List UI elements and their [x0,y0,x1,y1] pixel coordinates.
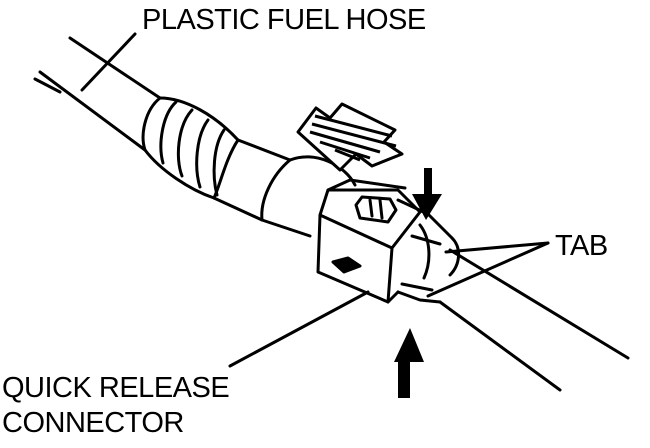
squeeze-arrow-top-icon [412,168,442,220]
hose-label: PLASTIC FUEL HOSE [142,4,426,36]
quick-release-connector [316,178,460,304]
steel-fuel-tube [33,77,630,392]
squeeze-arrow-bottom-icon [394,328,424,398]
connector-label-line1: QUICK RELEASE [2,372,230,404]
disconnect-direction-arrow-icon [296,102,404,172]
connector-label-line2: CONNECTOR [2,407,184,439]
leader-lines [80,32,550,368]
tab-label: TAB [555,230,608,262]
